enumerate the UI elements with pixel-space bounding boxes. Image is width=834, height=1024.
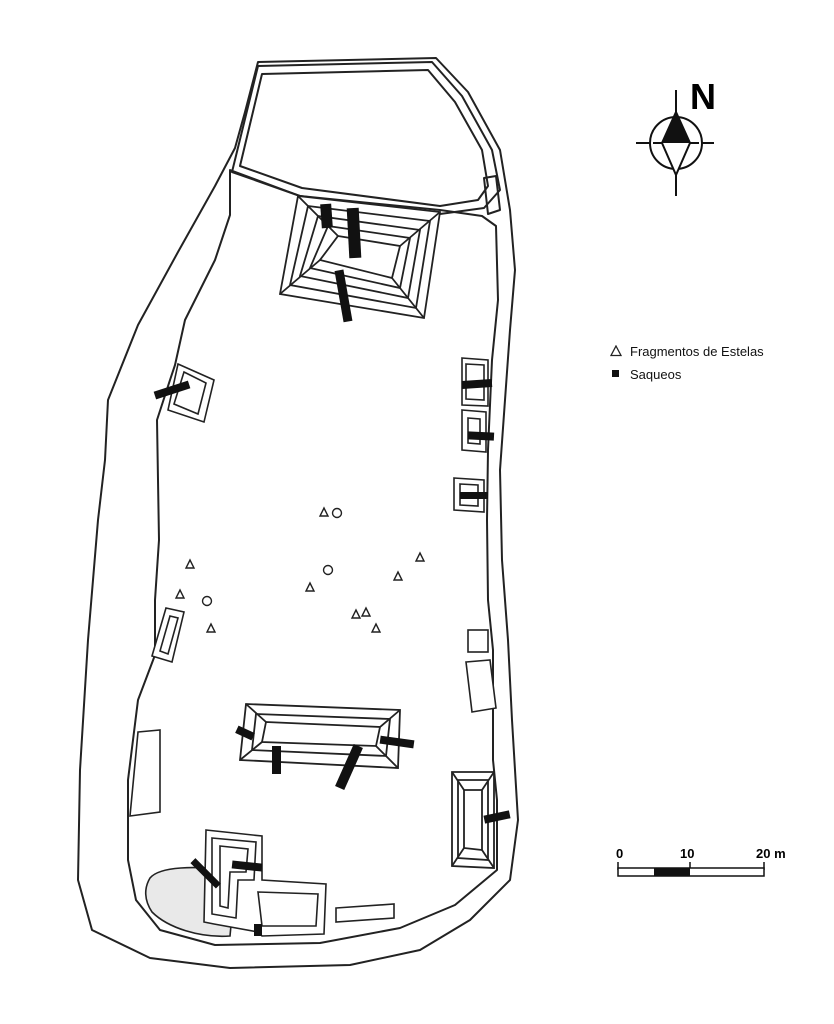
central-building bbox=[239, 703, 401, 769]
west-structure-1 bbox=[167, 362, 215, 424]
north-court bbox=[231, 61, 501, 215]
scale-bar: 0 10 20 m bbox=[610, 846, 800, 886]
outer-wall bbox=[77, 57, 519, 969]
legend-label-stela: Fragmentos de Estelas bbox=[630, 343, 764, 359]
east-platform-2 bbox=[465, 659, 497, 713]
legend-label-looting: Saqueos bbox=[630, 366, 682, 382]
legend-item-stela: Fragmentos de Estelas bbox=[610, 342, 764, 360]
looting-marks bbox=[153, 203, 511, 936]
west-platform bbox=[129, 729, 161, 817]
north-label: N bbox=[690, 76, 716, 117]
stela-fragments bbox=[174, 506, 426, 633]
scale-label-10: 10 bbox=[680, 846, 695, 861]
scale-label-20: 20 m bbox=[756, 846, 786, 861]
scale-bar-graphic bbox=[617, 862, 765, 877]
scale-label-0: 0 bbox=[616, 846, 624, 861]
square-icon bbox=[610, 368, 622, 380]
legend: Fragmentos de Estelas Saqueos bbox=[610, 342, 764, 388]
inner-wall bbox=[127, 169, 499, 946]
legend-item-looting: Saqueos bbox=[610, 365, 764, 383]
east-platform-1 bbox=[467, 629, 489, 653]
north-arrow bbox=[636, 90, 714, 196]
southeast-building bbox=[451, 771, 495, 869]
north-court-inner bbox=[239, 69, 489, 207]
west-structure-2 bbox=[151, 607, 185, 664]
south-complex bbox=[144, 829, 395, 938]
triangle-icon bbox=[610, 345, 622, 357]
gate-post bbox=[483, 175, 501, 215]
east-structure-2 bbox=[461, 409, 487, 453]
